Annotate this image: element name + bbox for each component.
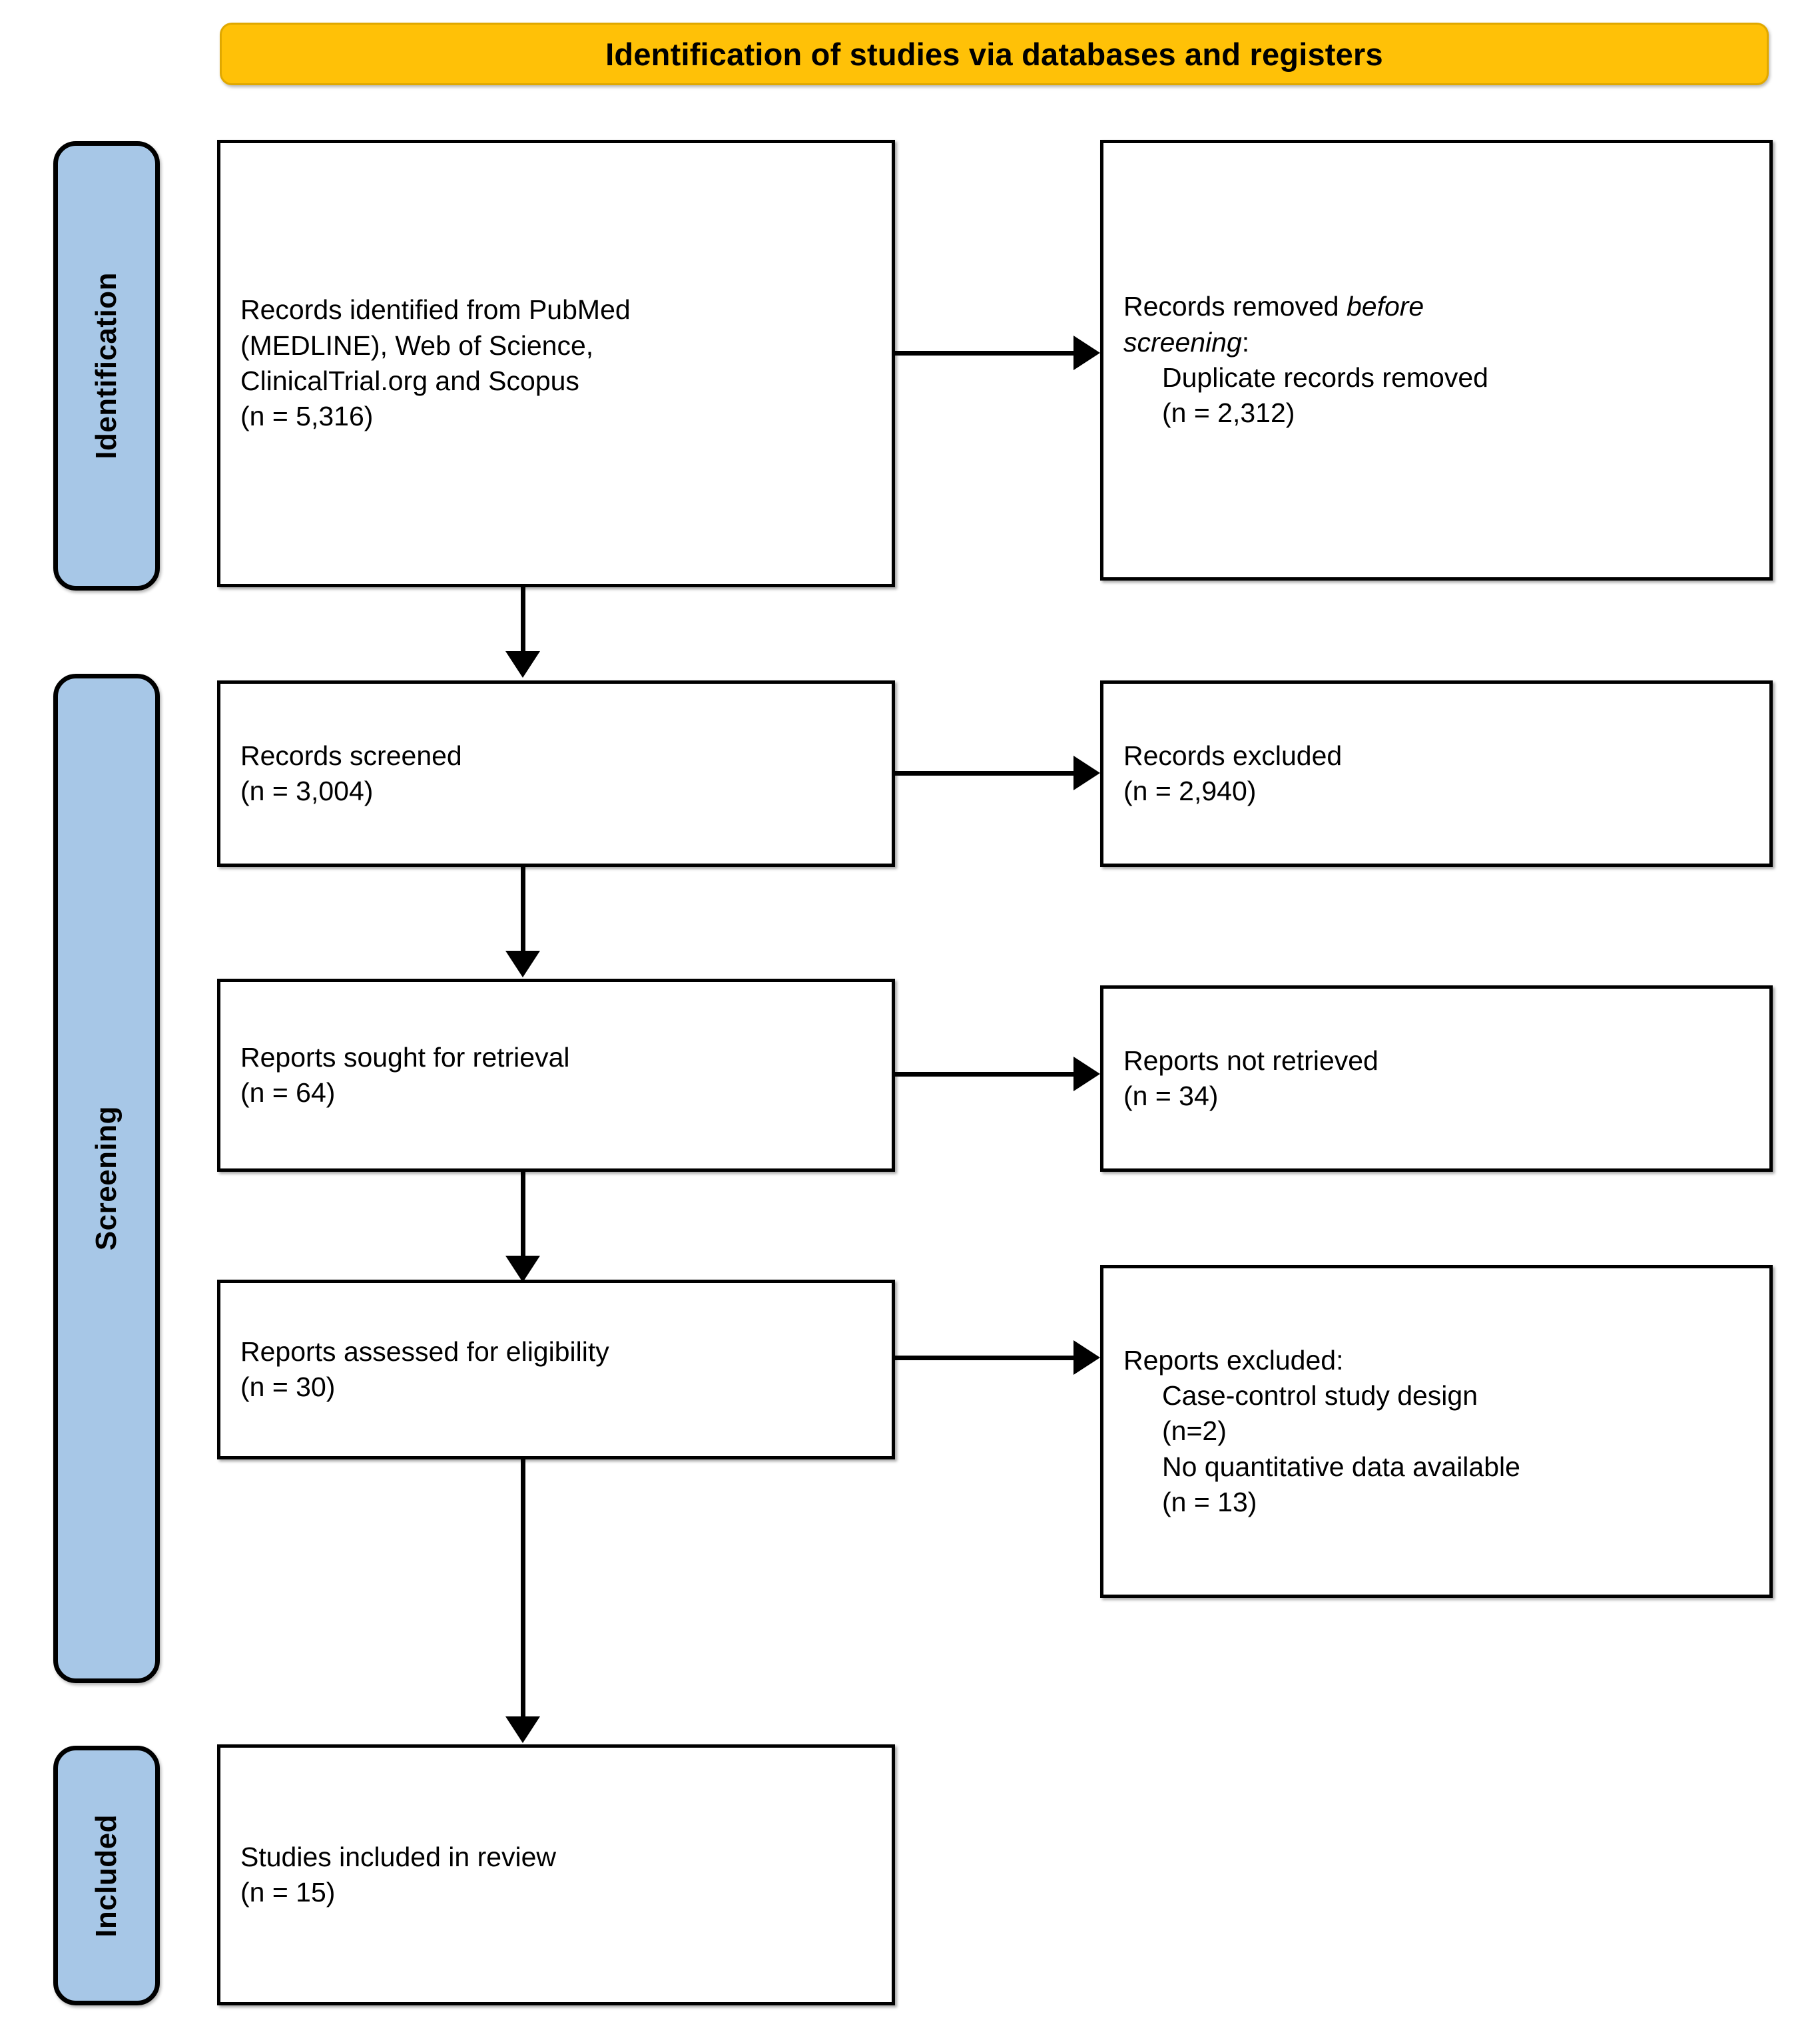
reports-excluded-reason-2-count: (n = 13) [1162,1486,1257,1517]
records-identified-line-1: Records identified from PubMed [240,294,631,326]
records-removed-count: (n = 2,312) [1162,397,1295,429]
stage-pill-screening: Screening [53,674,160,1683]
studies-included-line-1: Studies included in review [240,1841,557,1872]
reports-excluded-reason-1: Case-control study design [1162,1380,1478,1411]
box-reports-not-retrieved: Reports not retrieved (n = 34) [1100,985,1773,1172]
box-reports-excluded: Reports excluded: Case-control study des… [1100,1265,1773,1598]
box-records-identified: Records identified from PubMed (MEDLINE)… [217,140,895,587]
records-identified-line-2: (MEDLINE), Web of Science, [240,330,594,361]
arrowhead-identified-to-screened [505,651,540,678]
reports-not-retrieved-count: (n = 34) [1123,1081,1219,1111]
records-excluded-line-1: Records excluded [1123,740,1343,771]
connector-identified-to-screened [521,587,525,674]
box-records-excluded: Records excluded (n = 2,940) [1100,680,1773,867]
connector-assessed-to-excluded [895,1356,1075,1360]
records-screened-count: (n = 3,004) [240,776,374,806]
stage-pill-included: Included [53,1746,160,2005]
arrowhead-screened-to-excluded [1073,756,1100,790]
records-removed-prefix: Records removed [1123,291,1347,322]
connector-sought-to-assessed [521,1172,525,1278]
arrowhead-screened-to-sought [505,951,540,977]
box-records-screened: Records screened (n = 3,004) [217,680,895,867]
box-reports-assessed: Reports assessed for eligibility (n = 30… [217,1280,895,1459]
connector-screened-to-excluded [895,771,1075,776]
records-removed-line-1: Records removed before [1123,289,1749,324]
stage-label-screening: Screening [90,1106,123,1251]
box-records-removed: Records removed before screening: Duplic… [1100,140,1773,581]
connector-sought-to-not-retrieved [895,1072,1075,1077]
diagram-header-banner: Identification of studies via databases … [220,23,1769,85]
records-identified-line-3: ClinicalTrial.org and Scopus [240,366,579,396]
arrowhead-assessed-to-included [505,1716,540,1743]
reports-assessed-line-1: Reports assessed for eligibility [240,1336,609,1367]
records-screened-line-1: Records screened [240,740,462,771]
stage-label-included: Included [90,1814,123,1937]
records-removed-line-2: screening: [1123,325,1749,360]
connector-assessed-to-included [521,1459,525,1739]
arrowhead-sought-to-assessed [505,1256,540,1282]
connector-identified-to-removed [895,351,1075,356]
box-reports-sought: Reports sought for retrieval (n = 64) [217,979,895,1172]
records-removed-italic-screening: screening [1123,326,1242,358]
arrowhead-sought-to-not-retrieved [1073,1057,1100,1091]
records-identified-count: (n = 5,316) [240,401,374,432]
reports-excluded-reason-1-count: (n=2) [1162,1415,1227,1447]
connector-screened-to-sought [521,867,525,973]
arrowhead-identified-to-removed [1073,336,1100,370]
studies-included-count: (n = 15) [240,1877,336,1907]
reports-sought-line-1: Reports sought for retrieval [240,1041,570,1073]
records-removed-line-3: Duplicate records removed [1162,362,1488,393]
reports-sought-count: (n = 64) [240,1077,336,1108]
box-studies-included: Studies included in review (n = 15) [217,1744,895,2005]
diagram-title: Identification of studies via databases … [605,36,1383,72]
stage-label-identification: Identification [90,272,123,459]
reports-excluded-reason-2: No quantitative data available [1162,1451,1520,1482]
reports-not-retrieved-line-1: Reports not retrieved [1123,1045,1378,1076]
records-excluded-count: (n = 2,940) [1123,776,1257,806]
arrowhead-assessed-to-excluded [1073,1340,1100,1375]
stage-pill-identification: Identification [53,141,160,591]
records-removed-italic-before: before [1346,291,1424,322]
reports-excluded-line-1: Reports excluded: [1123,1344,1344,1376]
reports-assessed-count: (n = 30) [240,1372,336,1402]
records-removed-colon: : [1241,326,1250,358]
